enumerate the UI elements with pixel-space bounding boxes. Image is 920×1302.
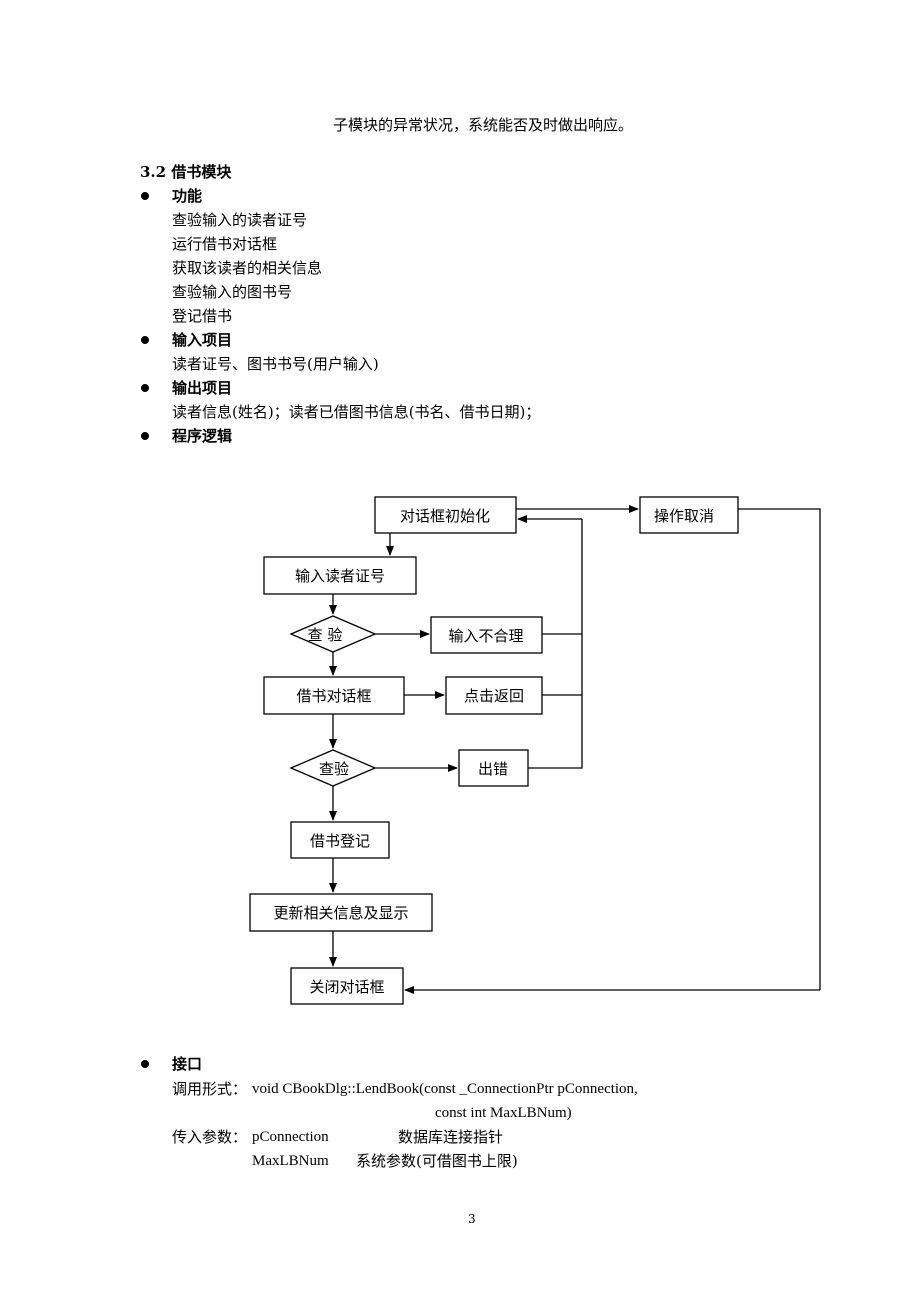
bullet-interface: 接口	[172, 1055, 203, 1073]
param-2-name: MaxLBNum	[252, 1153, 329, 1169]
bullet-logic: 程序逻辑	[172, 427, 233, 445]
param-1-name: pConnection	[252, 1129, 329, 1145]
param-label: 传入参数：	[172, 1128, 248, 1146]
function-item: 查验输入的图书号	[172, 283, 293, 301]
box-register	[290, 821, 390, 859]
label-check2: 查验	[319, 760, 349, 778]
bullet-output: 输出项目	[172, 379, 233, 397]
bullet-dot	[141, 432, 149, 440]
label-close: 关闭对话框	[309, 978, 384, 996]
label-input-card: 输入读者证号	[295, 567, 385, 585]
call-line-2: const int MaxLBNum)	[435, 1105, 572, 1121]
call-line-1: void CBookDlg::LendBook(const _Connectio…	[252, 1081, 638, 1097]
box-lend-dialog	[263, 676, 405, 715]
label-register: 借书登记	[310, 832, 370, 850]
box-update	[249, 893, 433, 932]
param-2-desc: 系统参数(可借图书上限)	[356, 1152, 518, 1170]
bullet-function: 功能	[172, 187, 203, 205]
connector	[738, 508, 821, 990]
page-number: 3	[468, 1212, 476, 1226]
label-error: 出错	[478, 760, 508, 778]
label-click-back: 点击返回	[464, 687, 524, 705]
bullet-dot	[141, 336, 149, 344]
label-invalid: 输入不合理	[448, 627, 523, 645]
connector	[528, 519, 583, 769]
box-click-back	[445, 676, 543, 715]
box-init	[374, 496, 517, 534]
label-cancel: 操作取消	[654, 507, 714, 525]
function-item: 运行借书对话框	[172, 235, 278, 253]
function-item: 查验输入的读者证号	[172, 211, 308, 229]
intro-line: 子模块的异常状况，系统能否及时做出响应。	[333, 116, 634, 134]
bullet-dot	[141, 1060, 149, 1068]
function-item: 登记借书	[172, 307, 233, 325]
section-title: 3.2 借书模块	[140, 163, 232, 181]
label-lend-dialog: 借书对话框	[296, 687, 371, 705]
label-update: 更新相关信息及显示	[273, 904, 408, 922]
box-input-card	[263, 556, 417, 595]
output-text: 读者信息(姓名)；读者已借图书信息(书名、借书日期)；	[172, 403, 541, 421]
param-1-desc: 数据库连接指针	[398, 1128, 504, 1146]
function-item: 获取该读者的相关信息	[172, 259, 323, 277]
box-invalid	[430, 616, 543, 654]
box-error	[458, 749, 529, 787]
input-text: 读者证号、图书书号(用户输入)	[172, 355, 379, 373]
bullet-dot	[141, 192, 149, 200]
label-check1: 查 验	[308, 626, 343, 644]
bullet-input: 输入项目	[172, 331, 233, 349]
box-close	[290, 967, 404, 1005]
label-init: 对话框初始化	[400, 507, 490, 525]
box-cancel	[639, 496, 739, 534]
call-label: 调用形式：	[172, 1080, 248, 1098]
bullet-dot	[141, 384, 149, 392]
